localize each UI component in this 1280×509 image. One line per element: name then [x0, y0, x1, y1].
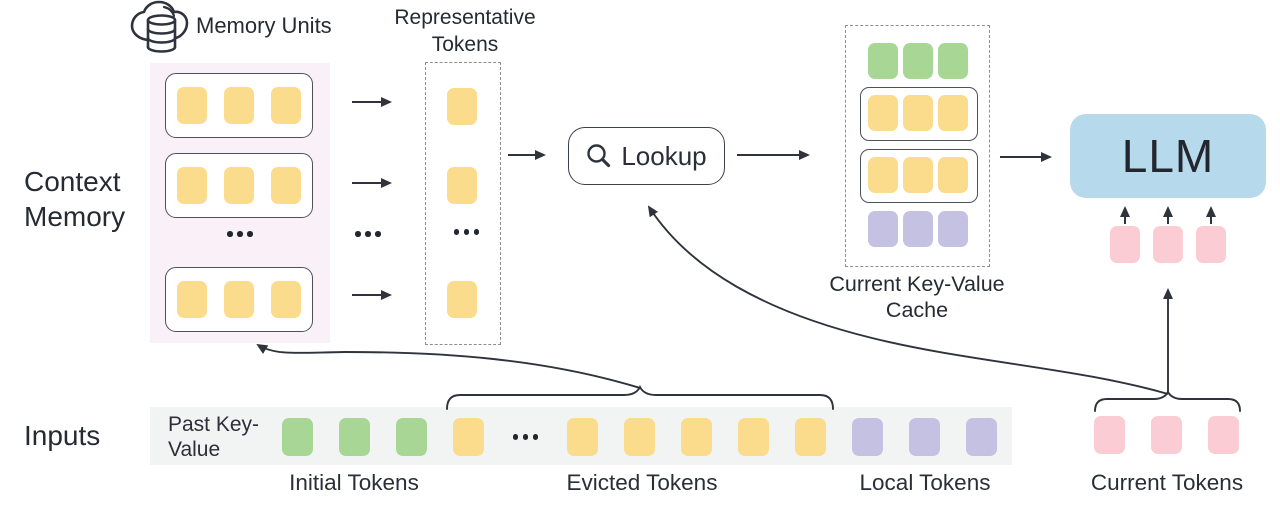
evicted-tokens-brace	[446, 384, 834, 410]
past-key-value-tokens	[282, 418, 997, 456]
yellow-token	[938, 157, 968, 193]
ellipsis-icon	[510, 434, 541, 440]
memory-to-representative-arrows	[352, 97, 392, 300]
representative-tokens-label: Representative Tokens	[394, 6, 536, 56]
ellipsis-icon	[451, 229, 482, 235]
tokens-to-llm-arrows	[1120, 206, 1216, 224]
current-tokens-row	[1094, 416, 1239, 454]
purple-token	[903, 211, 933, 247]
yellow-token	[453, 418, 484, 456]
yellow-token	[868, 157, 898, 193]
yellow-token	[567, 418, 598, 456]
yellow-token	[224, 87, 254, 124]
memory-unit	[165, 153, 313, 218]
green-token	[903, 43, 933, 79]
purple-token	[852, 418, 883, 456]
purple-token	[868, 211, 898, 247]
cache-row-initial	[868, 43, 968, 79]
search-icon	[587, 144, 611, 168]
ellipsis-icon	[355, 231, 381, 237]
cache-row-local	[868, 211, 968, 247]
yellow-token	[271, 167, 301, 204]
yellow-token	[177, 167, 207, 204]
green-token	[396, 418, 427, 456]
yellow-token	[624, 418, 655, 456]
green-token	[339, 418, 370, 456]
yellow-token	[795, 418, 826, 456]
memory-units-label: Memory Units	[196, 13, 332, 38]
ellipsis-icon	[227, 231, 253, 237]
llm-box: LLM	[1070, 114, 1266, 198]
pink-token	[1110, 226, 1140, 263]
green-token	[868, 43, 898, 79]
yellow-token	[681, 418, 712, 456]
yellow-token	[903, 95, 933, 131]
evicted-tokens-label: Evicted Tokens	[566, 470, 718, 495]
purple-token	[909, 418, 940, 456]
yellow-token	[447, 88, 477, 125]
yellow-token	[271, 281, 301, 318]
yellow-token	[903, 157, 933, 193]
yellow-token	[447, 281, 477, 318]
initial-tokens-label: Initial Tokens	[289, 470, 419, 495]
lookup-button: Lookup	[568, 127, 725, 185]
green-token	[938, 43, 968, 79]
llm-label: LLM	[1121, 130, 1215, 182]
current-tokens-label: Current Tokens	[1090, 470, 1244, 495]
memory-unit	[165, 73, 313, 138]
pink-token	[1196, 226, 1226, 263]
yellow-token	[177, 87, 207, 124]
pink-token	[1153, 226, 1183, 263]
pink-token	[1208, 416, 1239, 454]
evicted-to-memory-arrow	[256, 343, 641, 389]
purple-token	[938, 211, 968, 247]
inputs-label: Inputs	[24, 420, 101, 451]
yellow-token	[224, 281, 254, 318]
yellow-token	[177, 281, 207, 318]
yellow-token	[271, 87, 301, 124]
yellow-token	[868, 95, 898, 131]
pink-token	[1094, 416, 1125, 454]
pink-token	[1151, 416, 1182, 454]
past-key-value-label: Past Key-Value	[168, 413, 260, 461]
cache-row-retrieved	[868, 157, 968, 193]
llm-input-tokens	[1110, 226, 1226, 263]
yellow-token	[938, 95, 968, 131]
cache-row-retrieved	[868, 95, 968, 131]
current-kv-cache-label: Current Key-Value Cache	[829, 272, 1005, 322]
memory-cloud-icon	[130, 0, 189, 53]
local-tokens-label: Local Tokens	[859, 470, 991, 495]
lookup-label: Lookup	[621, 140, 707, 171]
yellow-token	[447, 167, 477, 204]
representative-tokens-box	[425, 62, 501, 345]
memory-unit	[165, 267, 313, 332]
yellow-token	[738, 418, 769, 456]
yellow-token	[224, 167, 254, 204]
context-memory-label: Context Memory	[24, 166, 126, 232]
purple-token	[966, 418, 997, 456]
current-tokens-brace	[1094, 390, 1241, 412]
green-token	[282, 418, 313, 456]
